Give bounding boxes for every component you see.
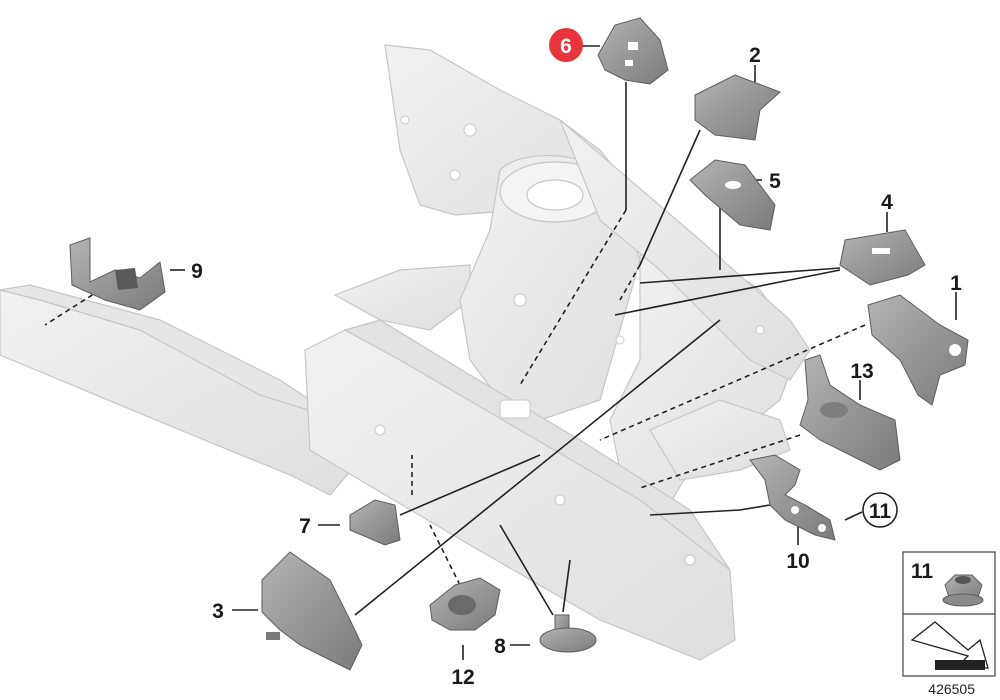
leader-lines [44, 45, 957, 660]
legend-item-number: 11 [911, 560, 934, 583]
legend-box: 11 [902, 551, 996, 677]
front-side-member-face [343, 319, 731, 571]
callout-labels: 6 2 5 4 1 13 9 7 10 11 3 12 8 [191, 28, 962, 689]
callout-13[interactable]: 13 [850, 360, 873, 383]
part-5[interactable] [689, 159, 776, 231]
body-structure [0, 44, 811, 661]
part-8[interactable] [539, 614, 597, 653]
callout-10[interactable]: 10 [786, 550, 809, 573]
callout-4[interactable]: 4 [881, 191, 893, 214]
callout-7[interactable]: 7 [299, 515, 311, 538]
part-3[interactable] [261, 551, 363, 671]
part-13[interactable] [799, 354, 901, 471]
direction-arrow-icon [910, 621, 989, 670]
callout-2[interactable]: 2 [749, 44, 761, 67]
upper-rail [559, 119, 811, 381]
callout-8[interactable]: 8 [494, 635, 506, 658]
callout-12[interactable]: 12 [451, 666, 474, 689]
part-12[interactable] [429, 577, 501, 631]
part-9[interactable] [69, 237, 166, 311]
callout-11[interactable]: 11 [869, 500, 892, 523]
strut-bracket-lower [333, 264, 471, 331]
callout-11-circle [862, 492, 898, 528]
part-7[interactable] [349, 499, 401, 546]
part-1[interactable] [867, 294, 969, 406]
callout-6[interactable]: 6 [560, 35, 572, 58]
nut-icon [942, 574, 984, 607]
part-4[interactable] [839, 229, 926, 286]
part-10[interactable] [749, 454, 836, 541]
callout-6-highlight [549, 28, 583, 62]
side-member-left [0, 289, 361, 496]
callout-3[interactable]: 3 [212, 600, 224, 623]
tower-hole [526, 179, 584, 211]
part-6[interactable] [597, 17, 669, 85]
body-holes [374, 115, 765, 566]
callout-1[interactable]: 1 [950, 272, 962, 295]
callout-5[interactable]: 5 [769, 170, 781, 193]
part-2[interactable] [694, 74, 781, 141]
image-number: 426505 [928, 681, 975, 697]
callout-9[interactable]: 9 [191, 260, 203, 283]
